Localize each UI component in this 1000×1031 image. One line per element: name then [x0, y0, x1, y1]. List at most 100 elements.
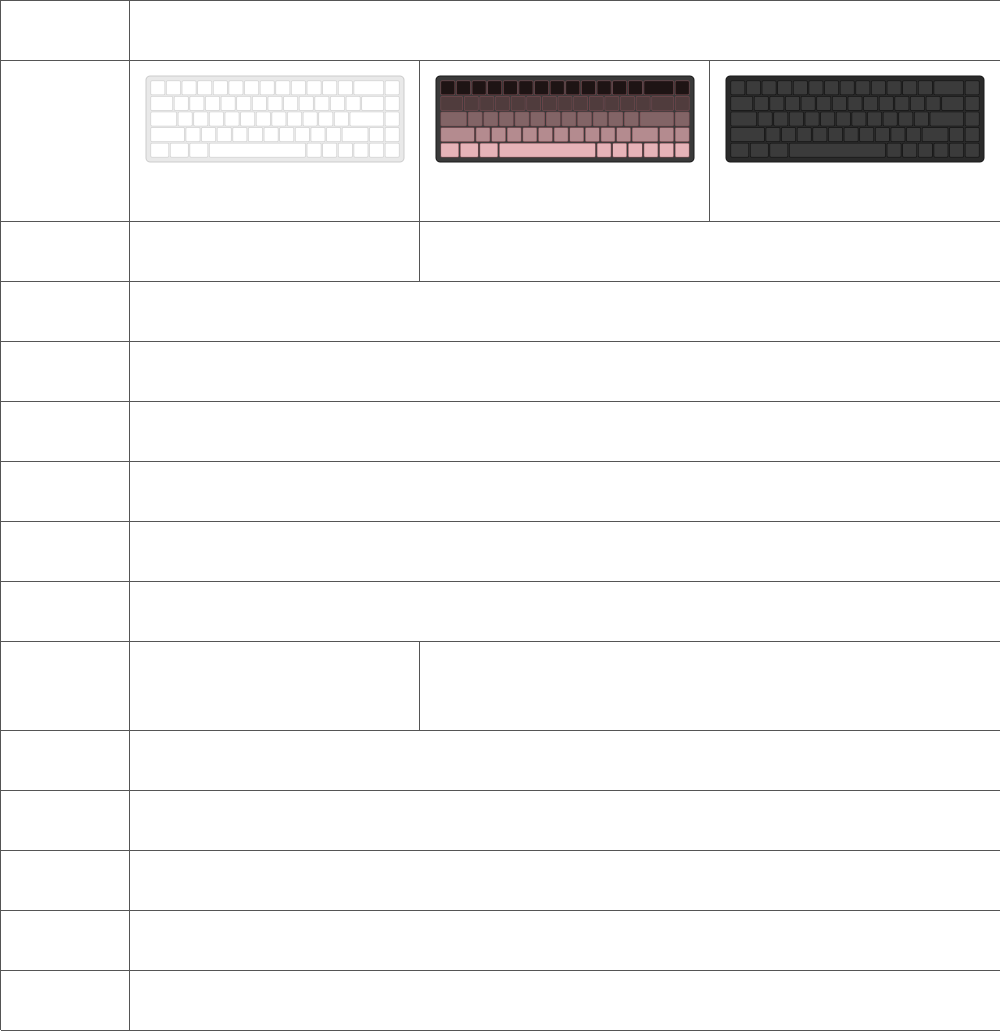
keycap	[294, 127, 310, 142]
keycap	[898, 111, 914, 127]
keycap	[150, 96, 173, 111]
keycap	[259, 80, 275, 96]
keycap	[353, 80, 384, 96]
black-keyboard-image	[725, 75, 985, 163]
keycap	[306, 142, 321, 158]
keycap	[275, 80, 290, 96]
keycap	[302, 111, 317, 127]
row-label	[1, 851, 130, 911]
row-value	[130, 282, 1000, 342]
keycap	[282, 96, 298, 111]
keycap	[440, 111, 467, 127]
keycap	[875, 127, 890, 142]
keycap	[588, 96, 604, 111]
keycap	[353, 142, 368, 158]
keycap	[847, 96, 863, 111]
keycap	[619, 96, 635, 111]
keycap	[490, 127, 506, 142]
keycap	[910, 96, 925, 111]
keycap	[855, 80, 871, 96]
keycap	[746, 80, 761, 96]
row-label	[1, 971, 130, 1031]
keycap	[878, 96, 894, 111]
keycap	[906, 127, 921, 142]
keycap	[941, 96, 964, 111]
keycap	[894, 96, 910, 111]
keycap	[576, 111, 592, 127]
keycap	[964, 80, 980, 96]
keycap	[525, 96, 541, 111]
keycap	[890, 127, 906, 142]
keycap	[150, 142, 169, 158]
keycap	[631, 127, 658, 142]
keycap	[639, 111, 674, 127]
keycap	[360, 96, 384, 111]
keycap	[321, 80, 337, 96]
keycap	[964, 96, 980, 111]
row-value	[130, 1, 1000, 61]
keycap	[150, 111, 177, 127]
keycap	[623, 111, 639, 127]
keycap	[271, 111, 286, 127]
keycap	[611, 80, 627, 96]
keycap	[224, 111, 239, 127]
keycap	[561, 111, 576, 127]
keycap	[761, 80, 777, 96]
keycap	[228, 80, 243, 96]
row-value	[130, 911, 1000, 971]
keycap	[522, 127, 537, 142]
keycap	[557, 96, 572, 111]
keycap	[384, 96, 400, 111]
keycap	[290, 80, 306, 96]
row-label	[1, 731, 130, 791]
keycap	[349, 111, 384, 127]
row-label	[1, 462, 130, 522]
keycap	[384, 142, 400, 158]
row-label	[1, 222, 130, 282]
keycap	[835, 111, 851, 127]
keycap	[185, 127, 200, 142]
keycap	[882, 111, 898, 127]
keycap	[658, 142, 674, 158]
keycap	[925, 96, 941, 111]
keycap	[604, 96, 619, 111]
keycap	[251, 96, 267, 111]
keycap	[730, 96, 753, 111]
image-cell-2	[420, 61, 710, 222]
keycap	[674, 127, 690, 142]
keycap	[494, 96, 510, 111]
keycap	[337, 80, 353, 96]
keycap	[321, 142, 337, 158]
keycap	[785, 96, 800, 111]
row-label	[1, 1, 130, 61]
row-label	[1, 791, 130, 851]
row-value	[130, 791, 1000, 851]
keycap	[572, 96, 588, 111]
keycap	[800, 96, 816, 111]
keycap	[964, 127, 980, 142]
keycap	[267, 96, 282, 111]
keycap	[964, 142, 980, 158]
keycap	[921, 127, 949, 142]
keycap	[192, 111, 208, 127]
keycap	[565, 80, 580, 96]
keycap	[232, 127, 247, 142]
row-value	[130, 851, 1000, 911]
keycap	[384, 127, 400, 142]
keycap	[502, 80, 518, 96]
keycap	[824, 80, 839, 96]
keycap	[750, 142, 769, 158]
keycap	[337, 142, 353, 158]
row-label	[1, 61, 130, 222]
keycap	[173, 96, 189, 111]
keycap	[537, 127, 553, 142]
keycap	[596, 142, 611, 158]
image-cell-3	[710, 61, 1000, 222]
keycap	[820, 111, 835, 127]
keycap	[929, 111, 964, 127]
keycap	[384, 80, 400, 96]
keycap	[498, 142, 596, 158]
keycap	[843, 127, 859, 142]
keycap	[208, 111, 224, 127]
keycap	[886, 80, 902, 96]
